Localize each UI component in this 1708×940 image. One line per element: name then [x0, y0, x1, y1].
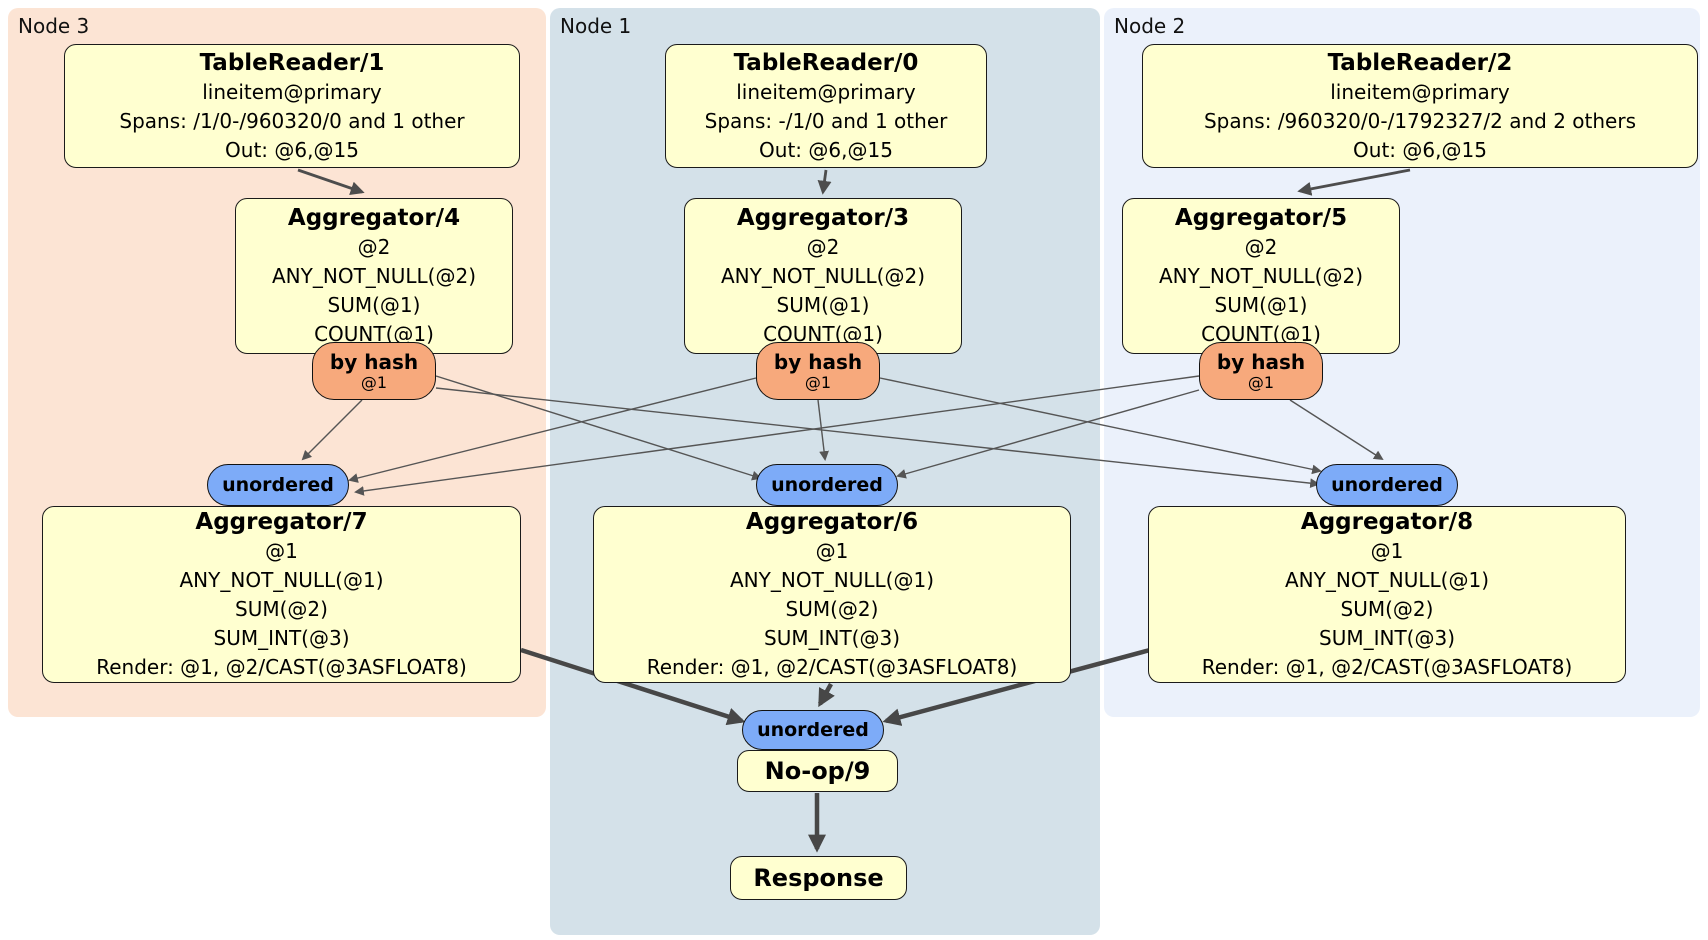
processor-detail: @2 [806, 235, 840, 259]
processor-detail: SUM(@1) [776, 293, 870, 317]
hash-router-label: by hash [1216, 350, 1306, 374]
processor-detail: Spans: /960320/0-/1792327/2 and 2 others [1203, 108, 1636, 133]
hash-router-detail: @1 [804, 373, 832, 392]
table-reader-box: TableReader/2 lineitem@primary Spans: /9… [1142, 44, 1698, 168]
processor-title: Aggregator/5 [1174, 205, 1348, 231]
hash-router: by hash @1 [756, 342, 880, 400]
processor-detail: ANY_NOT_NULL(@2) [721, 264, 925, 288]
processor-detail: SUM(@2) [235, 597, 328, 621]
processor-detail: ANY_NOT_NULL(@1) [730, 568, 934, 592]
hash-router: by hash @1 [312, 342, 436, 400]
processor-title: Aggregator/6 [745, 509, 919, 535]
aggregator-box: Aggregator/3 @2 ANY_NOT_NULL(@2) SUM(@1)… [684, 198, 962, 354]
processor-detail: SUM(@2) [1340, 597, 1434, 621]
processor-title: TableReader/0 [733, 49, 919, 76]
processor-detail: SUM(@2) [785, 597, 879, 621]
processor-detail: ANY_NOT_NULL(@2) [1159, 264, 1363, 288]
processor-title: No-op/9 [764, 757, 871, 785]
processor-detail: Out: @6,@15 [759, 137, 893, 162]
aggregator-box: Aggregator/8 @1 ANY_NOT_NULL(@1) SUM(@2)… [1148, 506, 1626, 683]
node-label: Node 2 [1114, 14, 1186, 38]
processor-detail: Render: @1, @2/CAST(@3ASFLOAT8) [646, 655, 1018, 679]
aggregator-box: Aggregator/4 @2 ANY_NOT_NULL(@2) SUM(@1)… [235, 198, 513, 354]
processor-detail: SUM(@1) [1214, 293, 1308, 317]
node-label: Node 3 [18, 14, 90, 38]
processor-detail: Spans: -/1/0 and 1 other [704, 108, 948, 133]
response-box: Response [730, 856, 907, 900]
processor-detail: @1 [1370, 539, 1404, 563]
noop-box: No-op/9 [737, 750, 898, 792]
processor-detail: lineitem@primary [736, 79, 916, 104]
processor-detail: SUM(@1) [327, 293, 421, 317]
processor-detail: @2 [357, 235, 391, 259]
processor-detail: Out: @6,@15 [1353, 137, 1487, 162]
processor-detail: @1 [265, 539, 298, 563]
processor-title: Aggregator/3 [736, 205, 910, 231]
unordered-sync: unordered [207, 464, 349, 506]
processor-detail: SUM_INT(@3) [764, 626, 900, 650]
processor-title: Response [753, 864, 884, 892]
processor-detail: ANY_NOT_NULL(@1) [1285, 568, 1489, 592]
processor-title: Aggregator/7 [195, 509, 368, 535]
processor-title: TableReader/1 [199, 49, 385, 76]
processor-detail: Out: @6,@15 [225, 137, 359, 162]
table-reader-box: TableReader/1 lineitem@primary Spans: /1… [64, 44, 520, 168]
processor-detail: lineitem@primary [1330, 79, 1510, 104]
unordered-sync: unordered [742, 710, 884, 750]
unordered-sync: unordered [756, 464, 898, 506]
processor-title: TableReader/2 [1327, 49, 1513, 76]
processor-detail: Render: @1, @2/CAST(@3ASFLOAT8) [96, 655, 467, 679]
processor-detail: Spans: /1/0-/960320/0 and 1 other [119, 108, 465, 133]
hash-router-detail: @1 [1247, 373, 1275, 392]
hash-router: by hash @1 [1199, 342, 1323, 400]
processor-title: Aggregator/4 [287, 205, 461, 231]
aggregator-box: Aggregator/6 @1 ANY_NOT_NULL(@1) SUM(@2)… [593, 506, 1071, 683]
processor-detail: SUM_INT(@3) [1319, 626, 1455, 650]
processor-detail: lineitem@primary [202, 79, 382, 104]
processor-detail: @2 [1244, 235, 1278, 259]
processor-detail: ANY_NOT_NULL(@1) [179, 568, 384, 592]
unordered-sync: unordered [1316, 464, 1458, 506]
processor-detail: @1 [815, 539, 849, 563]
aggregator-box: Aggregator/7 @1 ANY_NOT_NULL(@1) SUM(@2)… [42, 506, 521, 683]
hash-router-label: by hash [773, 350, 863, 374]
node-label: Node 1 [560, 14, 632, 38]
processor-detail: ANY_NOT_NULL(@2) [272, 264, 476, 288]
processor-title: Aggregator/8 [1300, 509, 1474, 535]
processor-detail: Render: @1, @2/CAST(@3ASFLOAT8) [1201, 655, 1573, 679]
aggregator-box: Aggregator/5 @2 ANY_NOT_NULL(@2) SUM(@1)… [1122, 198, 1400, 354]
table-reader-box: TableReader/0 lineitem@primary Spans: -/… [665, 44, 987, 168]
processor-detail: SUM_INT(@3) [213, 626, 350, 650]
hash-router-detail: @1 [360, 373, 388, 392]
hash-router-label: by hash [329, 350, 419, 374]
